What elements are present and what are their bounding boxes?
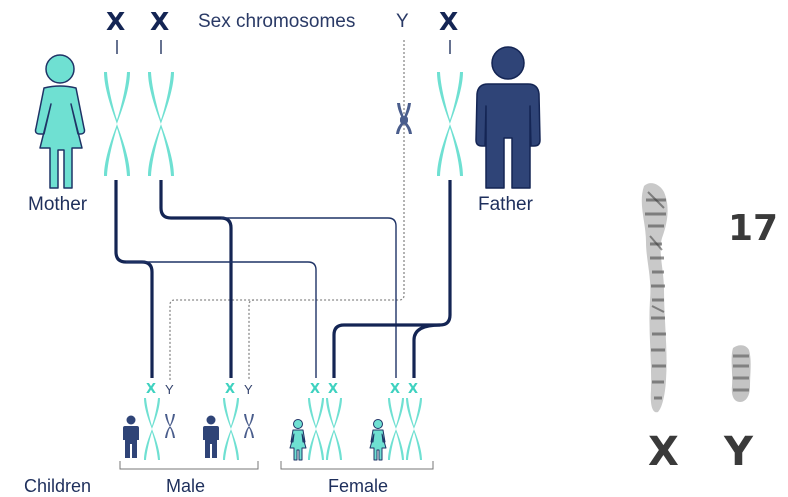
son-figure — [203, 416, 219, 459]
child1-left-label: X — [146, 383, 156, 396]
female-bracket — [281, 461, 433, 469]
mother-x-chromosome — [104, 72, 130, 176]
father-label: Father — [478, 194, 533, 216]
son-figure — [123, 416, 139, 459]
mother-thin-path — [221, 218, 396, 378]
child-x-chromosome — [388, 398, 404, 460]
y-path-dotted — [249, 300, 254, 380]
father-x-chromosome — [437, 72, 463, 176]
sex-chromosomes-heading: Sex chromosomes — [198, 11, 355, 33]
child-y-chromosome — [244, 414, 254, 438]
father-x-path — [334, 180, 450, 378]
female-group-label: Female — [328, 476, 388, 497]
karyotype-y-label: Y — [724, 432, 753, 472]
child3-right-label: X — [328, 383, 338, 396]
karyotype-x-chromosome — [642, 183, 668, 412]
mother-x2-path — [161, 180, 231, 378]
mother-thin-path — [126, 262, 316, 378]
karyotype-number-label: 17 — [728, 211, 778, 247]
child4-right-label: X — [408, 383, 418, 396]
daughter-figure — [290, 420, 306, 461]
child2-left-label: X — [225, 383, 235, 396]
mother-x1-path — [116, 180, 152, 378]
male-group-label: Male — [166, 476, 205, 497]
child-x-chromosome — [223, 398, 239, 460]
y-path-dotted — [170, 40, 404, 380]
mother-x1-label: X — [106, 9, 125, 34]
child1-right-label: Y — [165, 383, 174, 396]
child3-left-label: X — [310, 383, 320, 396]
child-x-chromosome — [326, 398, 342, 460]
father-y-label: Y — [396, 11, 409, 33]
mother-x-chromosome — [148, 72, 174, 176]
child2-right-label: Y — [244, 383, 253, 396]
father-figure — [476, 47, 540, 188]
father-x-label: X — [439, 9, 458, 34]
child4-left-label: X — [390, 383, 400, 396]
daughter-figure — [370, 420, 386, 461]
child-y-chromosome — [165, 414, 175, 438]
karyotype-x-label: X — [648, 432, 679, 472]
male-bracket — [120, 461, 258, 469]
child-x-chromosome — [308, 398, 324, 460]
karyotype-y-chromosome — [732, 345, 751, 402]
mother-figure — [36, 55, 85, 188]
father-x-path — [414, 325, 440, 378]
mother-label: Mother — [28, 194, 87, 216]
child-x-chromosome — [144, 398, 160, 460]
mother-x2-label: X — [150, 9, 169, 34]
children-label: Children — [24, 476, 91, 497]
child-x-chromosome — [406, 398, 422, 460]
